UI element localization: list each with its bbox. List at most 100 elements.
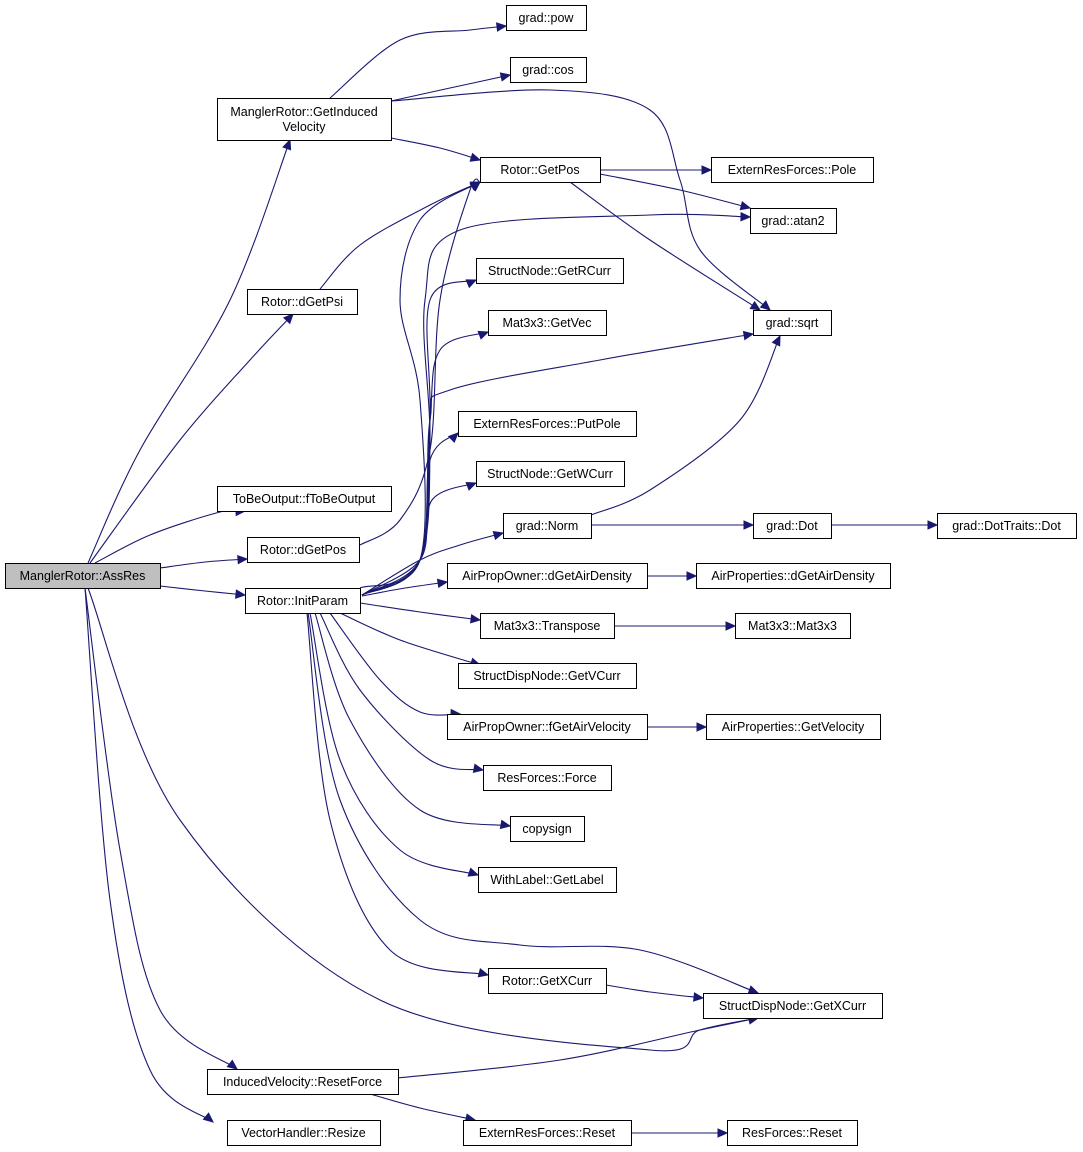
arrowhead: [465, 279, 478, 289]
edge-apo_velocity-to-ap_velocity: [646, 722, 708, 732]
node-label: grad::Dot: [766, 519, 818, 533]
node-root[interactable]: ManglerRotor::AssRes: [5, 563, 161, 589]
node-box: [937, 513, 1077, 539]
node-initparam[interactable]: Rotor::InitParam: [245, 588, 361, 614]
arrowhead: [469, 152, 482, 162]
node-pow[interactable]: grad::pow: [506, 5, 587, 31]
node-atan2[interactable]: grad::atan2: [750, 208, 837, 234]
node-box: [447, 714, 648, 740]
node-dottraits[interactable]: grad::DotTraits::Dot: [937, 513, 1077, 539]
edge-initparam-to-getpos: [359, 181, 482, 589]
edge-initparam-to-force: [319, 612, 485, 773]
arrowhead: [747, 985, 760, 995]
edge-line: [397, 1017, 759, 1079]
node-getlabel[interactable]: WithLabel::GetLabel: [478, 867, 617, 893]
node-erf-reset[interactable]: ExternResForces::Reset: [463, 1120, 632, 1146]
node-tobeoutput[interactable]: ToBeOutput::fToBeOutput: [217, 486, 392, 512]
node-box: [483, 765, 612, 791]
node-box: [476, 461, 625, 487]
node-getvcurr[interactable]: StructDispNode::GetVCurr: [458, 663, 637, 689]
edge-initparam-to-copysign: [314, 612, 512, 830]
node-label: InducedVelocity::ResetForce: [223, 1075, 382, 1089]
arrowhead: [759, 300, 771, 311]
edge-initparam-to-putpole: [361, 432, 459, 596]
edge-induced-to-cos: [390, 72, 512, 102]
node-label: Rotor::GetXCurr: [502, 974, 592, 988]
node-sqrt[interactable]: grad::sqrt: [753, 310, 832, 336]
edge-getpos-to-sqrt: [569, 181, 762, 311]
edge-resetforce-to-erf_reset: [369, 1093, 477, 1123]
node-getpos[interactable]: Rotor::GetPos: [480, 157, 601, 183]
edge-line: [361, 532, 504, 596]
edge-root-to-dgetpos: [159, 554, 249, 569]
node-label: Mat3x3::Mat3x3: [748, 619, 837, 633]
node-getrcurr[interactable]: StructNode::GetRCurr: [476, 258, 624, 284]
node-copysign[interactable]: copysign: [510, 816, 585, 842]
arrowhead: [686, 571, 698, 581]
arrowhead: [742, 330, 755, 341]
node-putpole[interactable]: ExternResForces::PutPole: [458, 411, 637, 437]
node-cos[interactable]: grad::cos: [510, 57, 587, 83]
edge-line: [339, 612, 481, 666]
node-ap-velocity[interactable]: AirProperties::GetVelocity: [706, 714, 881, 740]
node-getwcurr[interactable]: StructNode::GetWCurr: [476, 461, 625, 487]
edge-line: [159, 558, 248, 569]
arrowhead: [465, 481, 478, 491]
node-rf-reset[interactable]: ResForces::Reset: [727, 1120, 858, 1146]
node-dgetpos[interactable]: Rotor::dGetPos: [247, 537, 360, 563]
node-ap-density[interactable]: AirProperties::dGetAirDensity: [696, 563, 891, 589]
edge-line: [359, 178, 481, 546]
node-box: [476, 258, 624, 284]
node-force[interactable]: ResForces::Force: [483, 765, 612, 791]
node-pole[interactable]: ExternResForces::Pole: [711, 157, 874, 183]
edge-line: [87, 139, 291, 564]
node-box: [480, 613, 615, 639]
node-label: Velocity: [282, 120, 326, 134]
node-apo-velocity[interactable]: AirPropOwner::fGetAirVelocity: [447, 714, 648, 740]
node-mat3x3[interactable]: Mat3x3::Mat3x3: [735, 613, 851, 639]
node-sdn-getxcurr[interactable]: StructDispNode::GetXCurr: [703, 993, 883, 1019]
edge-line: [314, 612, 511, 827]
node-box: [711, 157, 874, 183]
node-dgetpsi[interactable]: Rotor::dGetPsi: [247, 289, 358, 315]
node-label: ExternResForces::Reset: [479, 1126, 616, 1140]
node-box: [727, 1120, 858, 1146]
node-box: [510, 816, 585, 842]
node-box: [750, 208, 837, 234]
edge-line: [87, 587, 759, 1052]
arrowhead: [477, 968, 490, 978]
node-getvec[interactable]: Mat3x3::GetVec: [488, 310, 607, 336]
node-label: grad::cos: [522, 63, 573, 77]
edge-line: [361, 482, 477, 596]
edge-initparam-to-getrcurr: [361, 279, 478, 596]
node-box: [480, 157, 601, 183]
node-label: ExternResForces::Pole: [728, 163, 857, 177]
arrowhead: [477, 330, 490, 340]
edge-root-to-resetforce: [84, 587, 238, 1070]
edge-root-to-dgetpsi: [89, 313, 294, 564]
node-box: [207, 1069, 399, 1095]
nodes-layer: ManglerRotor::AssRes ManglerRotor::GetInd…: [5, 5, 1077, 1146]
arrowhead: [701, 165, 713, 175]
node-box: [503, 513, 592, 539]
node-norm[interactable]: grad::Norm: [503, 513, 592, 539]
node-rotor-getxcurr[interactable]: Rotor::GetXCurr: [488, 968, 607, 994]
node-label: grad::DotTraits::Dot: [952, 519, 1061, 533]
arrowhead: [282, 313, 294, 325]
edge-line: [599, 173, 751, 209]
node-apo-density[interactable]: AirPropOwner::dGetAirDensity: [447, 563, 648, 589]
edge-initparam-to-apo_velocity: [329, 612, 462, 719]
arrowhead: [467, 867, 480, 877]
node-label: AirPropOwner::dGetAirDensity: [462, 569, 632, 583]
edge-dot-to-dottraits: [831, 520, 939, 530]
node-dot[interactable]: grad::Dot: [753, 513, 832, 539]
node-label: Mat3x3::Transpose: [494, 619, 601, 633]
node-resetforce[interactable]: InducedVelocity::ResetForce: [207, 1069, 399, 1095]
node-label: StructNode::GetWCurr: [487, 467, 613, 481]
node-box: [463, 1120, 632, 1146]
node-label: StructDispNode::GetVCurr: [473, 669, 620, 683]
node-resize[interactable]: VectorHandler::Resize: [227, 1120, 381, 1146]
node-transpose[interactable]: Mat3x3::Transpose: [480, 613, 615, 639]
